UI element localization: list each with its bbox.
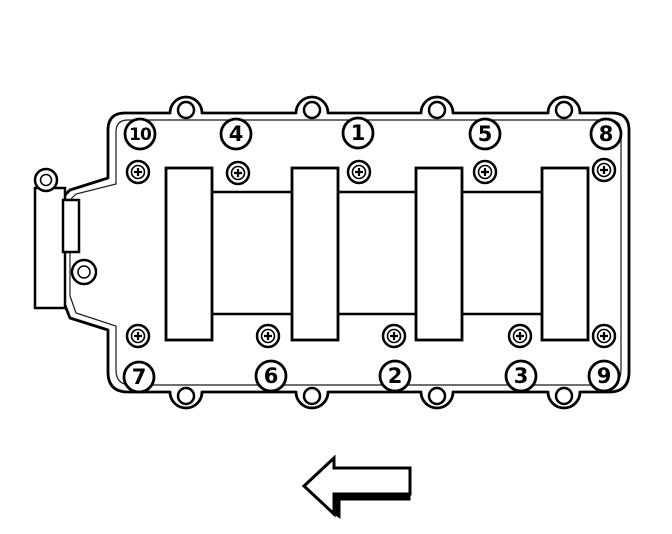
bolt-number: 4: [229, 122, 244, 146]
side-mount-hole-inner: [77, 265, 91, 279]
top-mount-holes: [176, 100, 574, 120]
bolt-head-4: [225, 160, 251, 186]
bracket-hole-top-inner: [39, 173, 53, 187]
bolt-head-8: [591, 157, 617, 183]
side-bracket: [33, 186, 67, 310]
bolt-callout-2: 2: [378, 359, 412, 393]
bracket-hole-top: [33, 167, 59, 193]
bolt-number: 2: [388, 364, 403, 388]
bolt-number: 8: [599, 122, 614, 146]
bolt-head-2: [381, 323, 407, 349]
bolt-number: 3: [514, 364, 529, 388]
bolt-number: 10: [129, 125, 152, 145]
bolt-callout-7: 7: [122, 360, 156, 394]
bolt-heads: [125, 157, 617, 349]
bolt-number: 6: [264, 364, 279, 388]
bearing-cap-4: [540, 166, 590, 342]
bolt-head-5: [472, 159, 498, 185]
bottom-mount-holes: [176, 386, 574, 406]
bolt-number: 1: [351, 121, 366, 145]
bolt-callout-8: 8: [589, 117, 623, 151]
bolt-callout-6: 6: [254, 359, 288, 393]
bolt-callout-4: 4: [219, 117, 253, 151]
housing-outline: [60, 95, 631, 410]
center-band: [208, 190, 548, 316]
bearing-cap-2: [290, 166, 340, 342]
bolt-callout-1: 1: [341, 116, 375, 150]
bolt-head-3: [507, 323, 533, 349]
bolt-number: 5: [478, 122, 493, 146]
bolt-head-6: [255, 323, 281, 349]
bolt-number: 9: [597, 364, 612, 388]
bolt-callout-9: 9: [587, 359, 621, 393]
bearing-cap-1: [164, 166, 214, 342]
bolt-callout-10: 10: [123, 117, 157, 151]
bolt-head-7: [125, 323, 151, 349]
bolt-number: 7: [132, 365, 147, 389]
side-mount-hole: [70, 258, 98, 286]
bolt-head-1: [346, 159, 372, 185]
bolt-callout-5: 5: [468, 117, 502, 151]
bearing-caps: [164, 166, 590, 342]
bolt-head-9: [591, 323, 617, 349]
bracket-clip: [61, 198, 81, 254]
bearing-cap-3: [414, 166, 464, 342]
bolt-head-10: [125, 159, 151, 185]
bolt-labels: 10 4 1 5 8 7 6 2 3 9: [122, 116, 623, 394]
front-direction-arrow: [301, 454, 412, 519]
bolt-callout-3: 3: [504, 359, 538, 393]
